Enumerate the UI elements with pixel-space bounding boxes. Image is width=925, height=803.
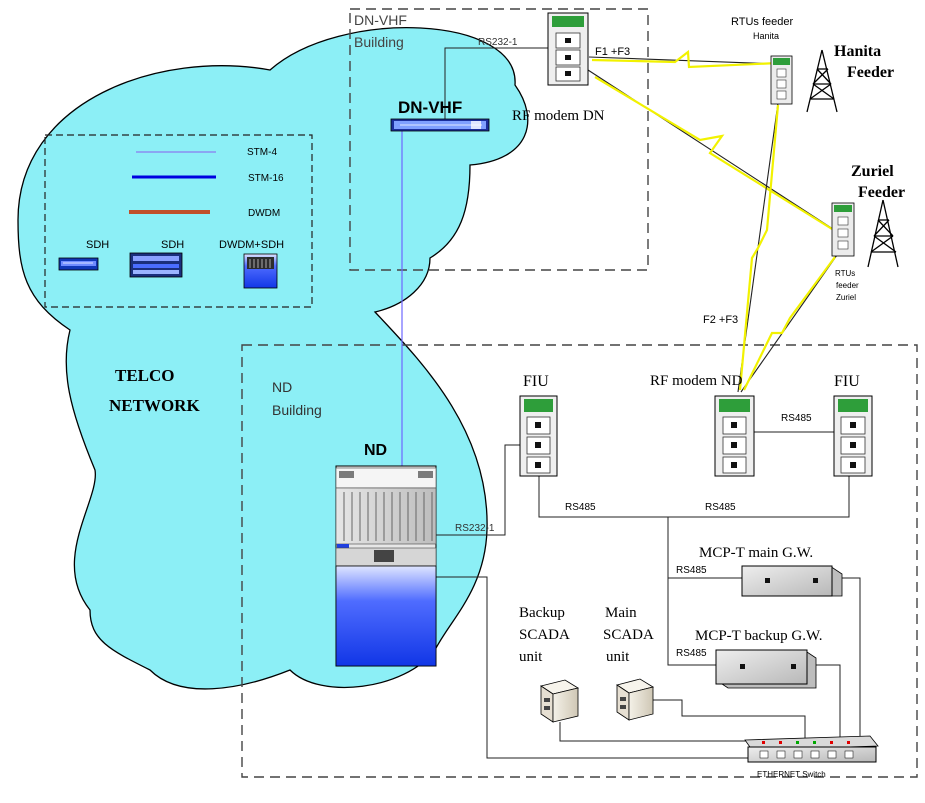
rtu-hanita-device [770,55,793,105]
fiu-right-label: FIU [834,373,860,390]
legend-box [44,134,313,308]
rs232-top-label: RS232-1 [478,37,518,48]
legend-dwdm-sdh-label: DWDM+SDH [219,239,284,251]
rf-modem-nd [714,395,755,477]
rs485-bus [538,474,850,518]
backup-scada-label-line3: unit [519,649,543,665]
rs232-bottom-label: RS232-1 [455,523,495,534]
rs485-main-label: RS485 [676,565,707,576]
legend-sdh2-label: SDH [161,239,184,251]
rs485-fiu-label: RS485 [781,413,812,424]
zuriel-rfnd-link [740,254,838,393]
mcp-backup-cable [810,664,841,746]
hanita-feeder-label-line2: Feeder [847,64,894,81]
mcp-backup-label: MCP-T backup G.W. [695,628,823,644]
legend-dwdm-label: DWDM [248,208,280,219]
nd-rs232-link [435,444,520,536]
zuriel-feeder-label-line1: Zuriel [851,163,894,180]
dn-vhf-label: DN-VHF [398,98,462,117]
rf-modem-dn [547,12,589,86]
dn-vhf-unit [390,118,490,132]
legend-stm16-label: STM-16 [248,173,284,184]
legend-stm4-label: STM-4 [247,147,277,158]
rs485-backup-label: RS485 [676,648,707,659]
f2-f3-label: F2 +F3 [703,314,738,326]
hanita-rfnd-radio [738,104,780,391]
rtu-zuriel-label-line1: RTUs [835,269,855,278]
dwdm-sdh-device [243,253,278,289]
fiu-left-label: FIU [523,373,549,390]
main-scada-cable [650,699,806,741]
mcp-main-gateway [741,565,843,597]
rfdn-hanita-radio [591,49,779,69]
rs485-bus-right-label: RS485 [705,502,736,513]
sdh-medium-device [129,252,183,278]
main-scada-label-line2: SCADA [603,627,654,643]
backup-scada-label-line2: SCADA [519,627,570,643]
sdh-small-device [58,257,99,271]
main-scada-server-icon [616,678,655,721]
backup-scada-cable [559,722,771,753]
main-scada-label-line1: Main [605,605,637,621]
mcp-backup-gateway [715,649,817,689]
rtu-zuriel-label-line2: feeder [836,281,859,290]
fiu-left-device [519,395,558,477]
rfdn-hanita-link [588,56,780,65]
dnvhf-rs232-link [444,47,548,119]
telco-network-label-line2: NETWORK [109,396,200,415]
hanita-antenna-icon [806,49,838,113]
nd-to-switch-cable [435,576,748,759]
mcp-main-label: MCP-T main G.W. [699,545,813,561]
legend-sdh1-label: SDH [86,239,109,251]
backup-scada-label-line1: Backup [519,605,565,621]
dn-vhf-building-box [349,8,649,271]
rfdn-zuriel-radio [594,76,833,230]
ethernet-switch [744,735,879,763]
ethernet-switch-label: ETHERNET Switch [757,770,826,779]
rtu-zuriel-label-line3: Zuriel [836,293,856,302]
nd-building-label-line1: ND [272,379,292,395]
nd-label: ND [364,442,387,459]
dn-vhf-building-label-line2: Building [354,34,404,50]
rf-modem-dn-label: RF modem DN [512,108,605,124]
zuriel-rfnd-radio [743,256,836,391]
dn-vhf-building-label-line1: DN-VHF [354,12,407,28]
hanita-feeder-label-line1: Hanita [834,43,881,60]
rtu-zuriel-device [831,202,855,257]
nd-building-label-line2: Building [272,402,322,418]
f1-f3-label: F1 +F3 [595,46,630,58]
main-scada-label-line3: unit [606,649,630,665]
fiu-right-device [833,395,873,477]
rtu-hanita-label-line2: Hanita [753,31,779,41]
telco-network-label-line1: TELCO [115,366,175,385]
zuriel-feeder-label-line2: Feeder [858,184,905,201]
nd-building-box [241,344,918,778]
rf-modem-nd-label: RF modem ND [650,373,743,389]
rs485-mcp-backup [667,578,716,666]
zuriel-antenna-icon [867,199,899,268]
rs485-bus-left-label: RS485 [565,502,596,513]
nd-equipment-rack [335,465,437,667]
backup-scada-server-icon [540,679,580,723]
mcp-main-cable [836,577,861,746]
rtu-hanita-label-line1: RTUs feeder [731,16,793,28]
